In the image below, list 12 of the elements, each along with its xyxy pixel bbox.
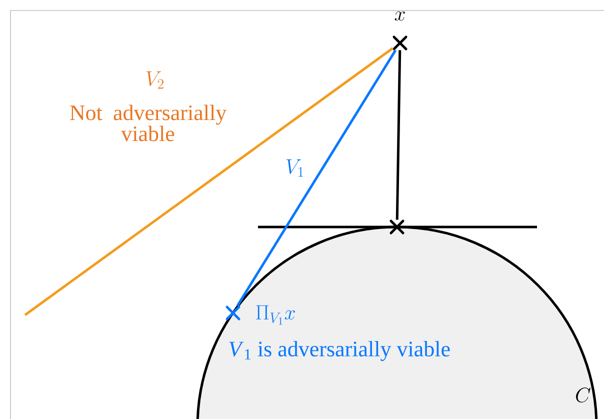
point-label: V$_{1}$ is adversarially viable xyxy=(229,341,450,361)
set-name: $V_2$ xyxy=(146,71,164,89)
note-text: Not adversarially viable xyxy=(70,104,227,142)
line xyxy=(396,50,402,220)
cross-mark xyxy=(390,220,404,234)
cross-mark xyxy=(226,306,240,320)
edge-label: $V_1$ xyxy=(286,159,304,177)
point-label: $x$ xyxy=(394,11,405,21)
point-label: $\Pi_{V_1}x$ xyxy=(256,305,295,325)
line xyxy=(24,47,394,316)
set-label: $C$ xyxy=(576,387,590,403)
line xyxy=(236,50,397,306)
